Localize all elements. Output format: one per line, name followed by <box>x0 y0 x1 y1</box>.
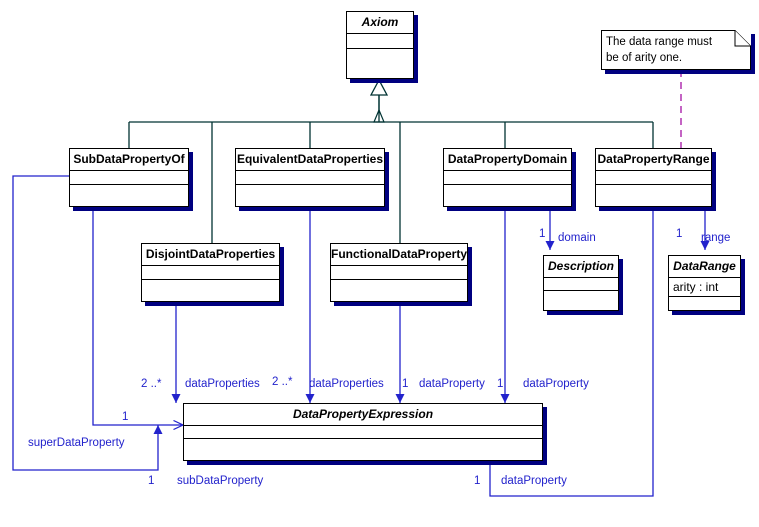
class-box-subdatapropertyof[interactable]: SubDataPropertyOf <box>69 148 189 207</box>
class-box-disjointdataproperties[interactable]: DisjointDataProperties <box>141 243 280 302</box>
assoc-subdataproperty-left-route <box>12 175 163 471</box>
class-attrs-axiom <box>347 34 413 49</box>
class-box-datapropertyexpression[interactable]: DataPropertyExpression <box>183 403 543 461</box>
assoc-superdataproperty <box>92 208 183 425</box>
label-subdataproperty-multiplicity: 1 <box>148 475 155 487</box>
label-superdataproperty-role: superDataProperty <box>28 437 125 449</box>
class-name-datapropertydomain: DataPropertyDomain <box>444 149 571 171</box>
class-box-datapropertydomain[interactable]: DataPropertyDomain <box>443 148 572 207</box>
generalization-tree <box>128 78 654 243</box>
class-box-datarange[interactable]: DataRange arity : int <box>668 255 741 311</box>
class-box-description[interactable]: Description <box>543 255 619 311</box>
class-attrs-functionaldataproperty <box>331 266 467 280</box>
note-line-2: be of arity one. <box>606 52 683 64</box>
class-attrs-disjointdataproperties <box>142 266 279 280</box>
note-data-range-arity: The data range must be of arity one. <box>601 30 751 70</box>
class-name-axiom: Axiom <box>347 12 413 34</box>
class-attrs-description <box>544 278 618 291</box>
label-domain-role: domain <box>558 232 596 244</box>
label-range-role: range <box>701 232 731 244</box>
label-dataproperty-range-role: dataProperty <box>501 475 567 487</box>
class-attrs-subdatapropertyof <box>70 171 188 185</box>
class-box-datapropertyrange[interactable]: DataPropertyRange <box>595 148 712 207</box>
class-attrs-equivalentdataproperties <box>236 171 384 185</box>
class-box-functionaldataproperty[interactable]: FunctionalDataProperty <box>330 243 468 302</box>
note-fold-corner-icon <box>734 30 751 47</box>
class-attrs-datapropertydomain <box>444 171 571 185</box>
generalization-triangle <box>369 78 389 96</box>
class-attrs-datapropertyexpression <box>184 426 542 439</box>
label-dataproperties-disjoint-role: dataProperties <box>185 378 260 390</box>
label-dataproperties-equivalent-multiplicity: 2 ..* <box>272 376 293 388</box>
class-box-equivalentdataproperties[interactable]: EquivalentDataProperties <box>235 148 385 207</box>
class-attrs-datapropertyrange <box>596 171 711 185</box>
label-dataproperty-domain-role: dataProperty <box>523 378 589 390</box>
note-line-1: The data range must <box>606 36 713 48</box>
label-domain-multiplicity: 1 <box>539 228 546 240</box>
class-name-functionaldataproperty: FunctionalDataProperty <box>331 244 467 266</box>
class-name-datapropertyrange: DataPropertyRange <box>596 149 711 171</box>
label-dataproperty-functional-role: dataProperty <box>419 378 485 390</box>
label-subdataproperty-role: subDataProperty <box>177 475 264 487</box>
class-name-description: Description <box>544 256 618 278</box>
class-box-axiom[interactable]: Axiom <box>346 11 414 79</box>
label-dataproperties-disjoint-multiplicity: 2 ..* <box>141 378 162 390</box>
class-name-disjointdataproperties: DisjointDataProperties <box>142 244 279 266</box>
label-range-multiplicity: 1 <box>676 228 683 240</box>
label-dataproperties-equivalent-role: dataProperties <box>309 378 384 390</box>
class-name-datarange: DataRange <box>669 256 740 278</box>
label-dataproperty-functional-multiplicity: 1 <box>402 378 409 390</box>
note-body-shape <box>601 30 751 70</box>
association-layer <box>12 175 710 497</box>
class-name-equivalentdataproperties: EquivalentDataProperties <box>236 149 384 171</box>
class-name-subdatapropertyof: SubDataPropertyOf <box>70 149 188 171</box>
label-dataproperty-domain-multiplicity: 1 <box>497 378 504 390</box>
label-dataproperty-range-multiplicity: 1 <box>474 475 481 487</box>
class-attr-arity: arity : int <box>673 280 719 294</box>
class-attrs-datarange: arity : int <box>669 278 740 297</box>
note-text: The data range must be of arity one. <box>606 34 738 66</box>
label-superdataproperty-multiplicity: 1 <box>122 411 129 423</box>
class-name-datapropertyexpression: DataPropertyExpression <box>184 404 542 426</box>
